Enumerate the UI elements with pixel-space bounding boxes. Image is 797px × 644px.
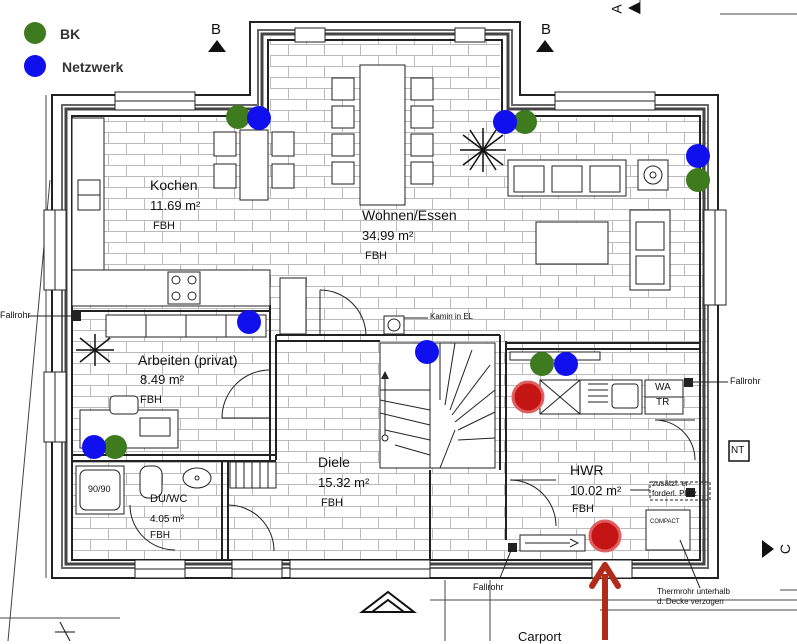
carport-label: Carport: [518, 629, 562, 644]
room-wohnen-area: 34.99 m²: [362, 228, 414, 243]
misc-symbols: [55, 621, 75, 641]
windows: [43, 27, 727, 579]
netzwerk-marker: [82, 435, 106, 459]
washer-label: WA: [655, 382, 671, 393]
section-b-left-label: B: [211, 21, 222, 38]
staircase: [379, 315, 496, 469]
section-markers: [208, 2, 774, 558]
room-duwc-fbh: FBH: [150, 530, 170, 541]
bk-marker: [686, 168, 710, 192]
room-arbeiten-name: Arbeiten (privat): [138, 352, 238, 368]
doors: [129, 289, 696, 552]
legend-bk-label: BK: [60, 26, 81, 42]
room-hwr-name: HWR: [570, 462, 604, 478]
boiler-label: COMPACT: [650, 519, 680, 525]
netzwerk-marker: [686, 144, 710, 168]
netzwerk-marker: [247, 106, 271, 130]
room-arbeiten-fbh: FBH: [140, 394, 162, 406]
kamin-label: Kamin in EL: [430, 312, 474, 321]
room-kochen-area: 11.69 m²: [150, 198, 201, 213]
nt-label: NT: [731, 445, 745, 456]
section-b-right-label: B: [541, 21, 552, 38]
room-hwr-area: 10.02 m²: [570, 483, 622, 498]
room-diele-fbh: FBH: [321, 497, 343, 509]
room-diele-area: 15.32 m²: [318, 475, 370, 490]
room-duwc-name: DU/WC: [150, 493, 188, 505]
room-wohnen-fbh: FBH: [365, 250, 387, 262]
bk-marker: [103, 435, 127, 459]
bk-marker: [530, 352, 554, 376]
legend-bk-dot: [24, 22, 46, 44]
netzwerk-marker: [237, 310, 261, 334]
dining-set: [213, 64, 434, 206]
bk-marker: [226, 105, 250, 129]
thermrohr-note-line2: d. Decke verzogen: [657, 597, 724, 606]
hwr-note-line1: zusätzl. er-: [652, 479, 692, 488]
netzwerk-marker: [554, 352, 578, 376]
nt-box-frame: [728, 440, 750, 462]
thermrohr-note-line1: Thermrohr unterhalb: [657, 587, 730, 596]
supply-arrow: [589, 562, 621, 640]
heating-marker: [511, 380, 545, 414]
shower-size-label: 90/90: [88, 484, 111, 494]
heating-markers: [511, 380, 622, 553]
room-wohnen-name: Wohnen/Essen: [362, 207, 457, 223]
room-kochen-fbh: FBH: [153, 220, 175, 232]
section-a-label: A: [608, 4, 625, 14]
living-furniture: [507, 159, 671, 291]
room-duwc-area: 4.05 m²: [150, 514, 184, 525]
legend-netzwerk-label: Netzwerk: [62, 59, 124, 75]
entrance-symbol: [359, 590, 417, 613]
bk-marker: [513, 110, 537, 134]
bathroom-fixtures: [75, 461, 277, 515]
room-kochen-name: Kochen: [150, 177, 198, 193]
kitchen-furniture: [71, 117, 307, 338]
netzwerk-marker: [493, 110, 517, 134]
room-arbeiten-area: 8.49 m²: [140, 372, 185, 387]
leader-lines: [28, 315, 728, 589]
netzwerk-markers: [82, 106, 710, 459]
downpipe-markers: [72, 312, 695, 552]
room-diele-name: Diele: [318, 454, 350, 470]
legend-netzwerk-dot: [24, 55, 46, 77]
fallrohr-bottom-label: Fallrohr: [473, 582, 504, 592]
room-hwr-fbh: FBH: [572, 503, 594, 515]
fallrohr-right-label: Fallrohr: [730, 376, 761, 386]
dryer-label: TR: [656, 397, 670, 408]
utility-fixtures: [509, 351, 711, 552]
bk-markers: [103, 105, 710, 459]
netzwerk-marker: [415, 340, 439, 364]
hwr-note-line2: forderl. Platz: [652, 489, 697, 498]
section-c-label: C: [777, 543, 794, 555]
plant-symbols: [76, 128, 506, 366]
heating-marker: [588, 519, 622, 553]
fallrohr-left-label: Fallrohr: [0, 310, 31, 320]
